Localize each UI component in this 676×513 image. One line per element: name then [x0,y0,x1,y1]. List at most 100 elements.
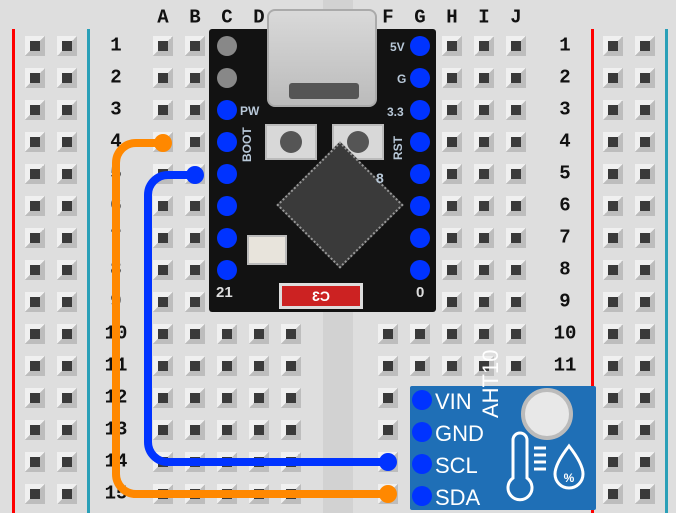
breadboard-hole[interactable] [185,356,205,376]
sensor-pin-vin[interactable] [412,390,432,410]
breadboard-hole[interactable] [185,388,205,408]
rail-hole[interactable] [635,292,655,312]
rail-hole[interactable] [635,484,655,504]
wire-scl-endpoint-f14[interactable] [379,453,397,471]
breadboard-hole[interactable] [474,356,494,376]
board-pin-left[interactable] [217,36,237,56]
breadboard-hole[interactable] [185,100,205,120]
breadboard-hole[interactable] [474,100,494,120]
breadboard-hole[interactable] [153,68,173,88]
breadboard-hole[interactable] [153,260,173,280]
rail-hole[interactable] [25,260,45,280]
wire-sda-endpoint-a4[interactable] [154,134,172,152]
breadboard-hole[interactable] [506,196,526,216]
rail-hole[interactable] [57,228,77,248]
rail-hole[interactable] [57,292,77,312]
board-pin-right[interactable] [410,132,430,152]
breadboard-hole[interactable] [474,228,494,248]
rail-hole[interactable] [57,324,77,344]
breadboard-hole[interactable] [249,420,269,440]
board-pin-right[interactable] [410,260,430,280]
rail-hole[interactable] [25,164,45,184]
breadboard-hole[interactable] [185,420,205,440]
wire-scl-endpoint-b5[interactable] [186,166,204,184]
breadboard-hole[interactable] [249,324,269,344]
breadboard-hole[interactable] [217,388,237,408]
breadboard-hole[interactable] [153,420,173,440]
breadboard-hole[interactable] [185,228,205,248]
breadboard-hole[interactable] [442,228,462,248]
board-pin-right[interactable] [410,100,430,120]
breadboard-hole[interactable] [153,324,173,344]
breadboard-hole[interactable] [442,292,462,312]
rail-hole[interactable] [25,228,45,248]
breadboard-hole[interactable] [153,36,173,56]
breadboard-hole[interactable] [185,292,205,312]
rail-hole[interactable] [603,100,623,120]
breadboard-hole[interactable] [185,260,205,280]
rail-hole[interactable] [25,100,45,120]
board-pin-left[interactable] [217,100,237,120]
rail-hole[interactable] [635,452,655,472]
breadboard-hole[interactable] [378,420,398,440]
rail-hole[interactable] [57,388,77,408]
rail-hole[interactable] [603,388,623,408]
breadboard-hole[interactable] [442,196,462,216]
rail-hole[interactable] [25,324,45,344]
board-pin-left[interactable] [217,228,237,248]
sensor-pin-sda[interactable] [412,486,432,506]
breadboard-hole[interactable] [281,420,301,440]
rail-hole[interactable] [57,132,77,152]
breadboard-hole[interactable] [185,132,205,152]
breadboard-hole[interactable] [506,100,526,120]
breadboard-hole[interactable] [506,324,526,344]
breadboard-hole[interactable] [153,356,173,376]
breadboard-hole[interactable] [281,324,301,344]
rail-hole[interactable] [635,260,655,280]
breadboard-hole[interactable] [474,292,494,312]
board-pin-left[interactable] [217,68,237,88]
breadboard-hole[interactable] [185,196,205,216]
breadboard-hole[interactable] [506,228,526,248]
rail-hole[interactable] [57,260,77,280]
rail-hole[interactable] [57,452,77,472]
breadboard-hole[interactable] [153,292,173,312]
rail-hole[interactable] [603,228,623,248]
breadboard-hole[interactable] [249,356,269,376]
breadboard-hole[interactable] [506,356,526,376]
rail-hole[interactable] [57,484,77,504]
breadboard-hole[interactable] [153,100,173,120]
rail-hole[interactable] [25,420,45,440]
rail-hole[interactable] [635,100,655,120]
breadboard-hole[interactable] [185,68,205,88]
rail-hole[interactable] [635,388,655,408]
breadboard-hole[interactable] [442,36,462,56]
board-pin-right[interactable] [410,68,430,88]
rail-hole[interactable] [25,356,45,376]
rail-hole[interactable] [635,164,655,184]
rail-hole[interactable] [603,292,623,312]
rail-hole[interactable] [603,132,623,152]
breadboard-hole[interactable] [442,132,462,152]
board-pin-left[interactable] [217,260,237,280]
rail-hole[interactable] [603,68,623,88]
board-pin-left[interactable] [217,132,237,152]
rail-hole[interactable] [635,196,655,216]
boot-button[interactable] [265,124,317,160]
breadboard-hole[interactable] [506,36,526,56]
rail-hole[interactable] [603,324,623,344]
wire-sda-orange[interactable] [112,139,392,498]
rail-hole[interactable] [57,420,77,440]
rail-hole[interactable] [603,260,623,280]
breadboard-hole[interactable] [474,132,494,152]
breadboard-hole[interactable] [474,36,494,56]
breadboard-hole[interactable] [185,324,205,344]
breadboard-hole[interactable] [506,292,526,312]
breadboard-hole[interactable] [506,260,526,280]
breadboard-hole[interactable] [281,388,301,408]
breadboard-hole[interactable] [442,164,462,184]
breadboard-hole[interactable] [217,324,237,344]
rail-hole[interactable] [603,420,623,440]
rail-hole[interactable] [635,324,655,344]
breadboard-hole[interactable] [378,356,398,376]
